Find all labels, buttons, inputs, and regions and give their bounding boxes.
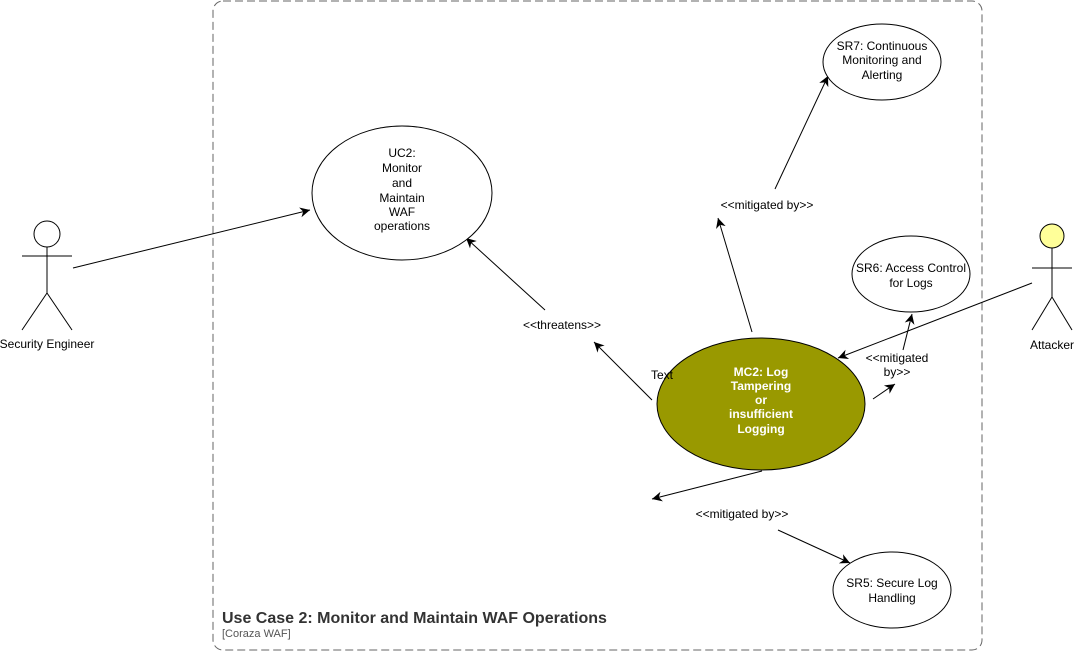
actor-attacker[interactable]: Attacker: [1030, 223, 1074, 352]
uc2-label-line-1: UC2:: [388, 146, 415, 160]
threatens-label: <<threatens>>: [523, 318, 601, 332]
engineer-to-uc2-association[interactable]: [72, 207, 311, 269]
mc2-label-line-3: or: [755, 393, 767, 407]
mitigated-by-sr6-label-line-1: <<mitigated: [866, 351, 929, 365]
sr7-label-line-2: Monitoring and: [842, 53, 921, 67]
mitigated-sr6-line-lower[interactable]: [872, 383, 896, 400]
mc2-label-line-1: MC2: Log: [734, 365, 789, 379]
mitigated-sr5-line-lower[interactable]: [777, 529, 851, 564]
uc2-label-line-5: WAF: [389, 205, 415, 219]
use-case-sr7[interactable]: SR7: Continuous Monitoring and Alerting: [822, 23, 942, 101]
uc2-label-line-3: and: [392, 176, 412, 190]
mitigated-sr7-line-lower[interactable]: [716, 217, 753, 333]
mitigated-by-sr7-label: <<mitigated by>>: [721, 198, 814, 212]
boundary-title: Use Case 2: Monitor and Maintain WAF Ope…: [222, 610, 607, 627]
system-boundary[interactable]: [212, 0, 983, 651]
attacker-label: Attacker: [1030, 338, 1074, 352]
threatens-line-upper[interactable]: [465, 237, 546, 311]
mitigated-by-sr5-label: <<mitigated by>>: [696, 507, 789, 521]
mc2-ellipse: [656, 337, 866, 471]
sr5-label-line-2: Handling: [868, 591, 915, 605]
attacker-to-mc2-association[interactable]: [837, 282, 1033, 360]
mitigated-by-sr6-label-line-2: by>>: [884, 365, 911, 379]
uc2-label-line-4: Maintain: [379, 191, 424, 205]
stray-text-label: Text: [651, 368, 674, 382]
uc2-label-line-2: Monitor: [382, 161, 422, 175]
engineer-head: [33, 220, 61, 248]
boundary-subtitle: [Coraza WAF]: [222, 628, 291, 640]
sr7-label-line-1: SR7: Continuous: [837, 39, 928, 53]
mc2-label-line-4: insufficient: [729, 407, 793, 421]
sr6-label-line-2: for Logs: [889, 276, 932, 290]
mitigated-sr6-line-upper[interactable]: [902, 313, 915, 351]
sr5-label-line-1: SR5: Secure Log: [846, 576, 937, 590]
use-case-uc2[interactable]: UC2: Monitor and Maintain WAF operations: [311, 125, 493, 261]
engineer-label: Security Engineer: [0, 337, 94, 351]
uc2-label-line-6: operations: [374, 219, 430, 233]
threatens-line-lower[interactable]: [593, 341, 653, 401]
mitigated-sr5-line-upper[interactable]: [651, 470, 763, 502]
actor-security-engineer[interactable]: Security Engineer: [0, 220, 94, 351]
mitigated-sr7-line-upper[interactable]: [774, 75, 829, 190]
sr7-label-line-3: Alerting: [862, 68, 903, 82]
use-case-sr6[interactable]: SR6: Access Control for Logs: [851, 235, 971, 313]
misuse-case-mc2[interactable]: MC2: Log Tampering or insufficient Loggi…: [656, 337, 866, 471]
use-case-sr5[interactable]: SR5: Secure Log Handling: [832, 551, 952, 629]
mc2-label-line-5: Logging: [737, 422, 784, 436]
attacker-head: [1039, 223, 1065, 249]
mc2-label-line-2: Tampering: [731, 379, 791, 393]
sr6-label-line-1: SR6: Access Control: [856, 261, 966, 275]
